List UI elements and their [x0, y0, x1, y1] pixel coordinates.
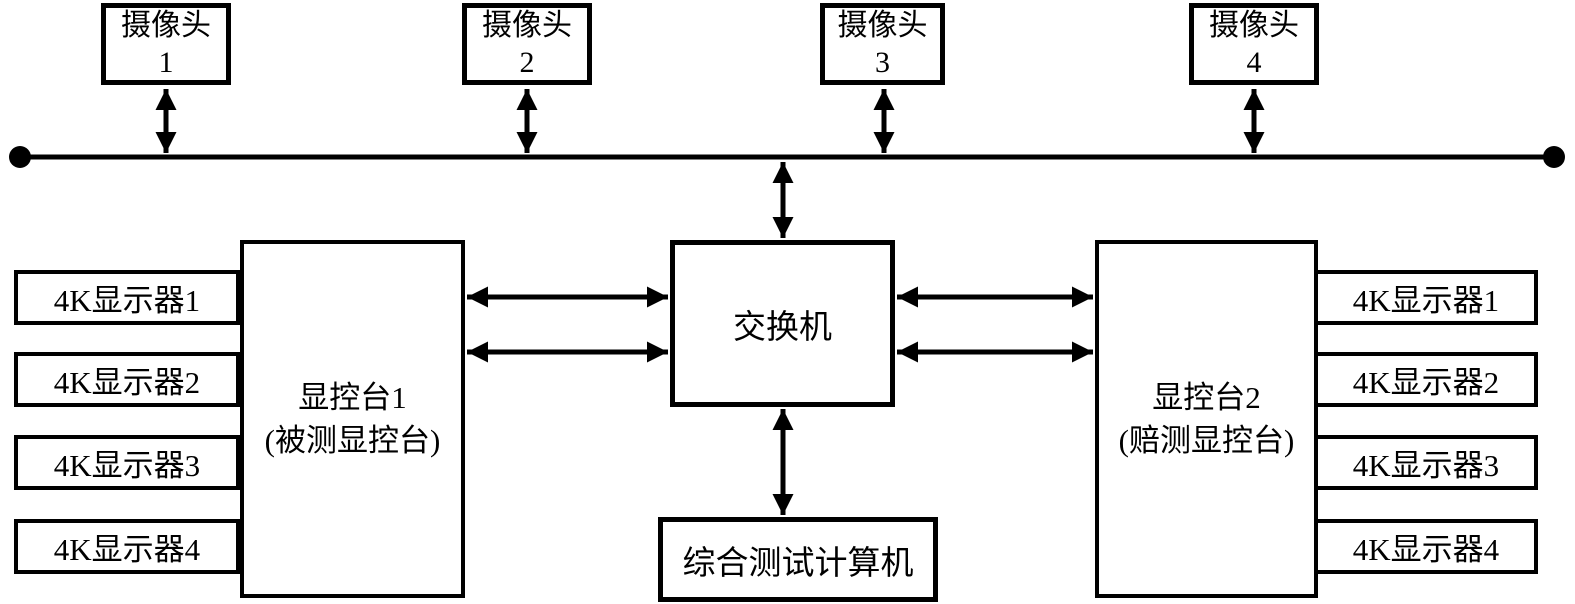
test-computer-label: 综合测试计算机	[682, 545, 914, 582]
left-display-2-label: 4K显示器2	[53, 365, 201, 400]
left-display-4-label: 4K显示器4	[53, 532, 201, 567]
right-display-4-box: 4K显示器4	[1314, 519, 1538, 574]
console-2-label: 显控台2 (赔测显控台)	[1118, 380, 1295, 458]
console-1-box: 显控台1 (被测显控台)	[240, 240, 465, 598]
console-2-box: 显控台2 (赔测显控台)	[1095, 240, 1318, 598]
left-display-2-box: 4K显示器2	[14, 352, 240, 407]
left-display-3-box: 4K显示器3	[14, 435, 240, 490]
camera-4-label: 摄像头 4	[1209, 9, 1299, 79]
bus-right-endpoint	[1543, 146, 1565, 168]
camera-2-box: 摄像头 2	[462, 3, 592, 85]
test-computer-box: 综合测试计算机	[658, 517, 938, 602]
right-display-2-box: 4K显示器2	[1314, 352, 1538, 407]
right-display-2-label: 4K显示器2	[1352, 365, 1500, 400]
camera-1-label: 摄像头 1	[121, 9, 211, 79]
camera-3-box: 摄像头 3	[820, 3, 945, 85]
camera-4-box: 摄像头 4	[1189, 3, 1319, 85]
right-display-3-box: 4K显示器3	[1314, 435, 1538, 490]
camera-1-box: 摄像头 1	[101, 3, 231, 85]
switch-box: 交换机	[670, 240, 895, 407]
camera-3-label: 摄像头 3	[837, 9, 928, 79]
left-display-1-label: 4K显示器1	[53, 283, 201, 318]
left-display-1-box: 4K显示器1	[14, 270, 240, 325]
right-display-3-label: 4K显示器3	[1352, 448, 1500, 483]
camera-2-label: 摄像头 2	[482, 9, 572, 79]
right-display-1-label: 4K显示器1	[1352, 283, 1500, 318]
bus-left-endpoint	[9, 146, 31, 168]
switch-label: 交换机	[733, 309, 832, 346]
console-1-label: 显控台1 (被测显控台)	[264, 380, 441, 458]
right-display-4-label: 4K显示器4	[1352, 532, 1500, 567]
left-display-3-label: 4K显示器3	[53, 448, 201, 483]
left-display-4-box: 4K显示器4	[14, 519, 240, 574]
right-display-1-box: 4K显示器1	[1314, 270, 1538, 325]
